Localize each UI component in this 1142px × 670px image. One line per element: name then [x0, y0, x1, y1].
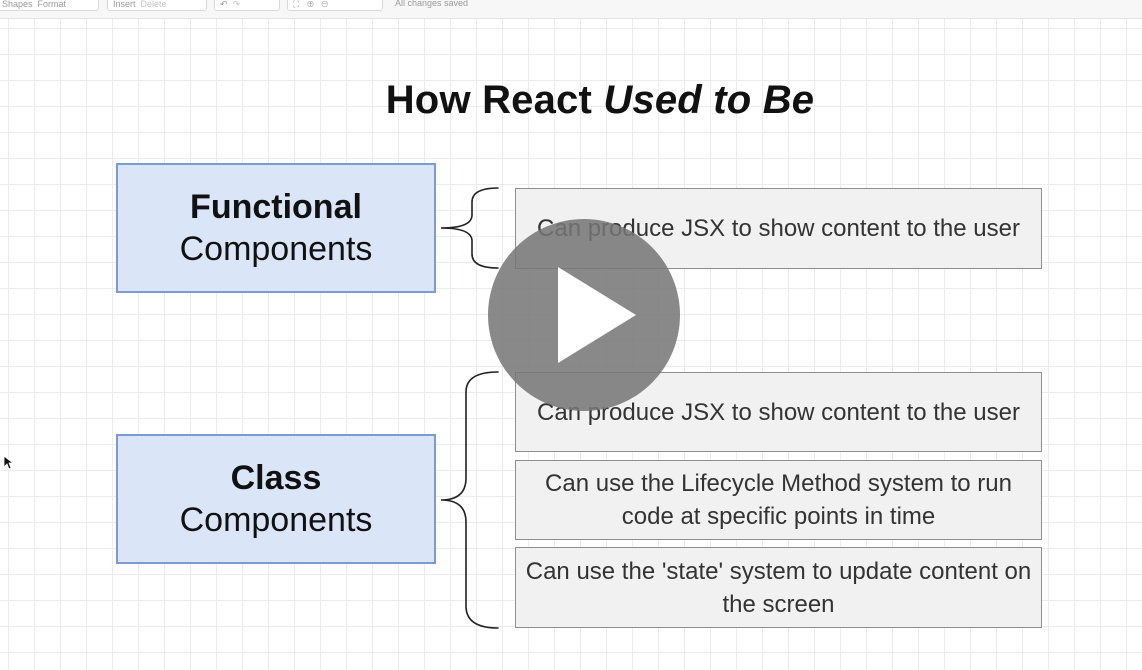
view-group: ⛶ ⊕ ⊖: [287, 0, 383, 11]
tab-shapes[interactable]: Shapes: [2, 0, 33, 9]
class-brace: [440, 371, 499, 629]
class-capability-lifecycle[interactable]: Can use the Lifecycle Method system to r…: [515, 460, 1042, 540]
tab-format[interactable]: Format: [37, 0, 67, 9]
insert-button[interactable]: Insert: [113, 0, 136, 9]
class-capability-jsx[interactable]: Can produce JSX to show content to the u…: [515, 372, 1042, 452]
class-label: Class: [230, 459, 322, 497]
diagram-title: How React Used to Be: [385, 78, 815, 122]
play-button[interactable]: [488, 219, 680, 411]
class-capability-state[interactable]: Can use the 'state' system to update con…: [515, 547, 1042, 628]
undo-icon[interactable]: ↶: [220, 0, 228, 9]
functional-label: Functional: [190, 188, 362, 226]
shape-format-tabs: Shapes Format: [0, 0, 99, 11]
play-icon: [558, 267, 636, 363]
functional-components-box[interactable]: Functional Components: [116, 163, 436, 293]
zoom-in-icon[interactable]: ⊕: [306, 0, 314, 9]
zoom-out-icon[interactable]: ⊖: [321, 0, 329, 9]
delete-button[interactable]: Delete: [140, 0, 167, 9]
class-components-label: Components: [179, 501, 373, 539]
cursor-icon: [3, 455, 15, 470]
redo-icon[interactable]: ↷: [232, 0, 241, 9]
save-status: All changes saved: [395, 0, 469, 8]
editor-toolbar: Shapes Format Insert Delete ↶ ↷ ⛶ ⊕ ⊖ Al…: [0, 0, 1142, 19]
insert-delete-group: Insert Delete: [107, 0, 207, 11]
undo-redo-group: ↶ ↷: [214, 0, 280, 11]
fullscreen-icon[interactable]: ⛶: [293, 0, 300, 9]
functional-brace: [440, 187, 499, 269]
class-components-box[interactable]: Class Components: [116, 434, 436, 564]
functional-components-label: Components: [179, 230, 373, 268]
